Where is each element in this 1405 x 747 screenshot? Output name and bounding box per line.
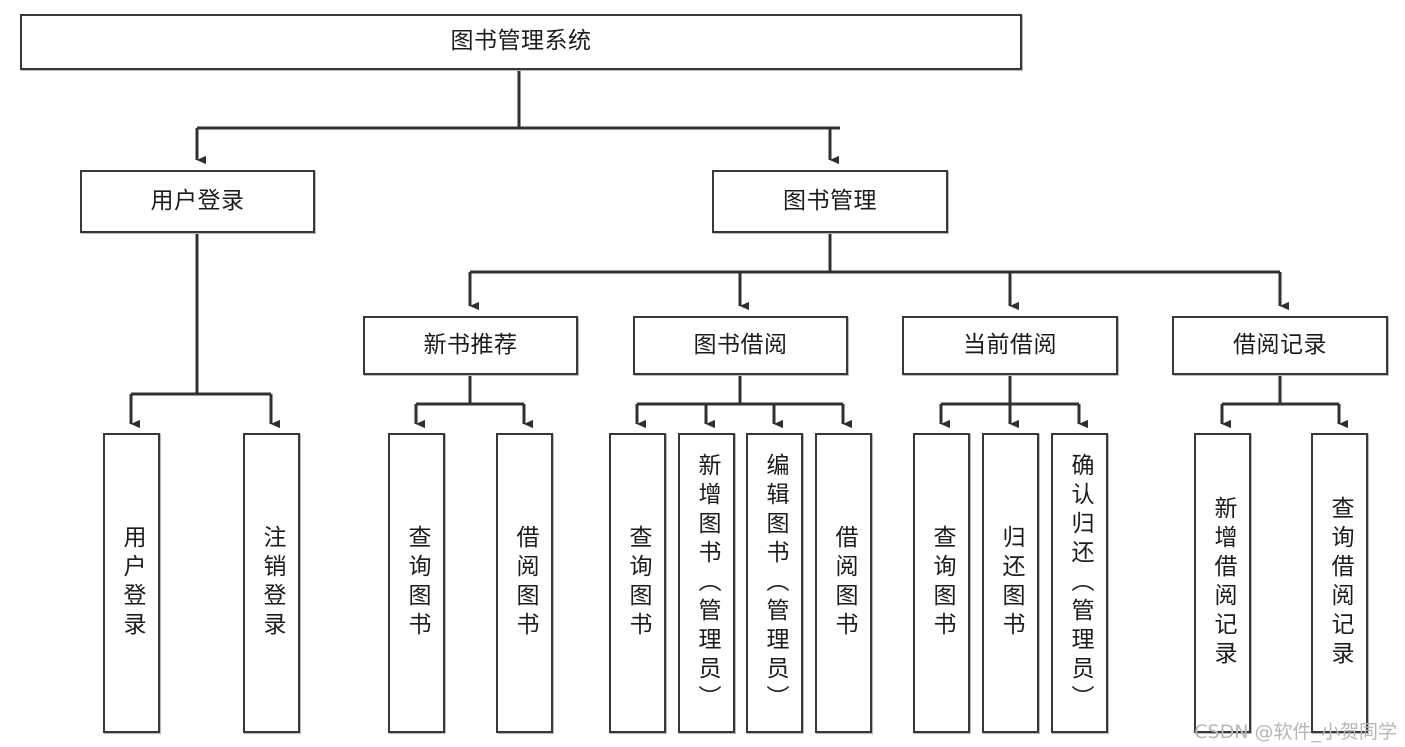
node-leaf-borrow-book-1-label: 借阅图书 — [512, 525, 538, 641]
node-leaf-query-book-3[interactable]: 查询图书 — [913, 433, 970, 733]
node-leaf-add-book[interactable]: 新增图书（管理员） — [678, 433, 735, 733]
node-user-login[interactable]: 用户登录 — [80, 170, 315, 233]
node-borrow-record-label: 借阅记录 — [1233, 331, 1327, 358]
node-leaf-add-record-label: 新增借阅记录 — [1210, 496, 1236, 670]
node-leaf-borrow-book-2[interactable]: 借阅图书 — [815, 433, 872, 733]
node-borrow-record[interactable]: 借阅记录 — [1172, 316, 1388, 375]
node-leaf-user-logout-label: 注销登录 — [259, 525, 285, 641]
node-leaf-query-record-label: 查询借阅记录 — [1327, 496, 1353, 670]
node-leaf-query-book-2-label: 查询图书 — [625, 525, 651, 641]
node-user-login-label: 用户登录 — [150, 187, 245, 214]
node-leaf-query-book-1-label: 查询图书 — [404, 525, 430, 641]
node-book-manage-label: 图书管理 — [783, 187, 877, 214]
node-book-manage[interactable]: 图书管理 — [712, 170, 948, 233]
node-book-borrow[interactable]: 图书借阅 — [633, 316, 848, 375]
node-leaf-confirm-return[interactable]: 确认归还（管理员） — [1051, 433, 1108, 733]
node-leaf-confirm-return-label: 确认归还（管理员） — [1067, 452, 1093, 714]
watermark-text: CSDN @软件_小贺同学 — [1194, 721, 1397, 743]
node-new-book-recommend-label: 新书推荐 — [423, 331, 518, 358]
node-leaf-return-book-label: 归还图书 — [998, 525, 1024, 641]
node-leaf-user-login[interactable]: 用户登录 — [103, 433, 160, 733]
node-current-borrow[interactable]: 当前借阅 — [902, 316, 1118, 375]
node-leaf-query-book-3-label: 查询图书 — [929, 525, 955, 641]
node-leaf-borrow-book-1[interactable]: 借阅图书 — [496, 433, 553, 733]
node-leaf-query-book-1[interactable]: 查询图书 — [388, 433, 445, 733]
node-leaf-borrow-book-2-label: 借阅图书 — [831, 525, 857, 641]
node-leaf-add-book-label: 新增图书（管理员） — [694, 452, 720, 714]
node-leaf-user-logout[interactable]: 注销登录 — [243, 433, 300, 733]
node-leaf-return-book[interactable]: 归还图书 — [982, 433, 1039, 733]
node-root[interactable]: 图书管理系统 — [20, 14, 1022, 70]
node-new-book-recommend[interactable]: 新书推荐 — [363, 316, 578, 375]
node-leaf-query-book-2[interactable]: 查询图书 — [609, 433, 666, 733]
node-leaf-user-login-label: 用户登录 — [119, 525, 145, 641]
node-leaf-query-record[interactable]: 查询借阅记录 — [1311, 433, 1368, 733]
node-book-borrow-label: 图书借阅 — [693, 331, 788, 358]
node-leaf-add-record[interactable]: 新增借阅记录 — [1194, 433, 1251, 733]
node-leaf-edit-book[interactable]: 编辑图书（管理员） — [746, 433, 803, 733]
node-current-borrow-label: 当前借阅 — [963, 331, 1057, 358]
node-leaf-edit-book-label: 编辑图书（管理员） — [762, 452, 788, 714]
node-root-label: 图书管理系统 — [450, 28, 592, 55]
